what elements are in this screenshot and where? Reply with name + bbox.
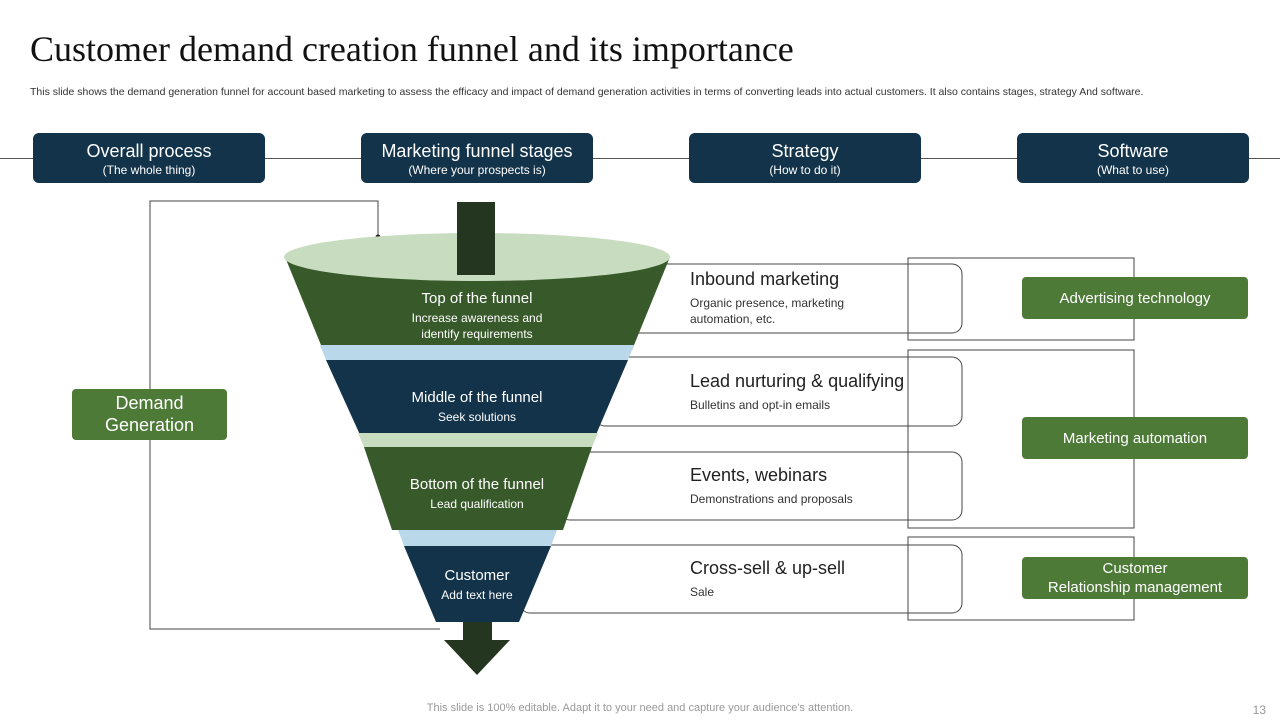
strategy-desc: Bulletins and opt-in emails [690, 398, 831, 412]
strategy-title: Inbound marketing [690, 269, 840, 289]
funnel-separator-1 [320, 345, 634, 360]
strategy-events: Events, webinars Demonstrations and prop… [690, 464, 910, 507]
demand-generation-box: Demand Generation [72, 389, 227, 440]
header-software: Software (What to use) [1017, 133, 1249, 183]
page-title: Customer demand creation funnel and its … [30, 29, 794, 69]
strategy-cross-sell: Cross-sell & up-sell Sale [690, 557, 910, 600]
header-title: Strategy [771, 141, 839, 161]
header-divider-line [0, 158, 1280, 159]
strategy-desc: Demonstrations and proposals [690, 492, 853, 506]
funnel-segment-customer [404, 546, 551, 622]
software-label: Relationship management [1047, 579, 1223, 596]
software-label: Customer [1102, 560, 1168, 577]
header-subtitle: (The whole thing) [102, 163, 196, 177]
header-title: Software [1097, 141, 1169, 161]
strategy-desc: Organic presence, marketing automation, … [690, 296, 845, 326]
stage-desc: Lead qualification [430, 497, 524, 511]
software-label: Advertising technology [1059, 289, 1211, 307]
header-title: Marketing funnel stages [381, 141, 573, 161]
stage-bottom: Bottom of the funnel Lead qualification [377, 476, 577, 512]
strategy-title: Events, webinars [690, 465, 828, 485]
stage-middle: Middle of the funnel Seek solutions [377, 389, 577, 425]
demand-label-line2: Generation [104, 415, 195, 435]
page-number: 13 [1252, 703, 1266, 717]
stage-desc: Seek solutions [437, 410, 517, 424]
stage-title: Top of the funnel [421, 290, 533, 307]
strategy-desc: Sale [690, 585, 715, 599]
header-overall-process: Overall process (The whole thing) [33, 133, 265, 183]
header-subtitle: (How to do it) [769, 163, 841, 177]
header-subtitle: (Where your prospects is) [408, 163, 546, 177]
strategy-inbound: Inbound marketing Organic presence, mark… [690, 268, 910, 327]
funnel-exit-arrow [444, 622, 510, 675]
strategy-title: Lead nurturing & qualifying [690, 371, 905, 391]
stage-top: Top of the funnel Increase awareness and… [377, 290, 577, 342]
strategy-title: Cross-sell & up-sell [690, 558, 846, 578]
stage-desc: identify requirements [421, 327, 533, 341]
funnel-segment-bottom [364, 447, 592, 530]
stage-desc: Add text here [441, 588, 513, 602]
stage-customer: Customer Add text here [377, 567, 577, 603]
process-bracket-line [149, 200, 440, 630]
header-title: Overall process [86, 141, 212, 161]
header-marketing-funnel-stages: Marketing funnel stages (Where your pros… [361, 133, 593, 183]
funnel-segment-middle [326, 360, 628, 437]
stage-title: Bottom of the funnel [409, 476, 545, 493]
demand-label-line1: Demand [115, 393, 184, 413]
funnel-separator-3 [398, 530, 557, 546]
stage-title: Customer [444, 567, 510, 584]
page-subtitle: This slide shows the demand generation f… [30, 86, 1144, 98]
funnel-segment-top [285, 257, 670, 350]
software-advertising-technology: Advertising technology [1022, 277, 1248, 319]
header-strategy: Strategy (How to do it) [689, 133, 921, 183]
software-label: Marketing automation [1062, 429, 1208, 447]
header-subtitle: (What to use) [1096, 163, 1170, 177]
software-crm: Customer Relationship management [1022, 557, 1248, 599]
stage-desc: Increase awareness and [411, 311, 543, 325]
funnel-separator-2 [358, 433, 598, 447]
stage-title: Middle of the funnel [411, 389, 543, 406]
strategy-lead-nurturing: Lead nurturing & qualifying Bulletins an… [690, 370, 910, 413]
software-marketing-automation: Marketing automation [1022, 417, 1248, 459]
footer-note: This slide is 100% editable. Adapt it to… [426, 702, 854, 714]
funnel-entry-arrow [457, 202, 495, 275]
